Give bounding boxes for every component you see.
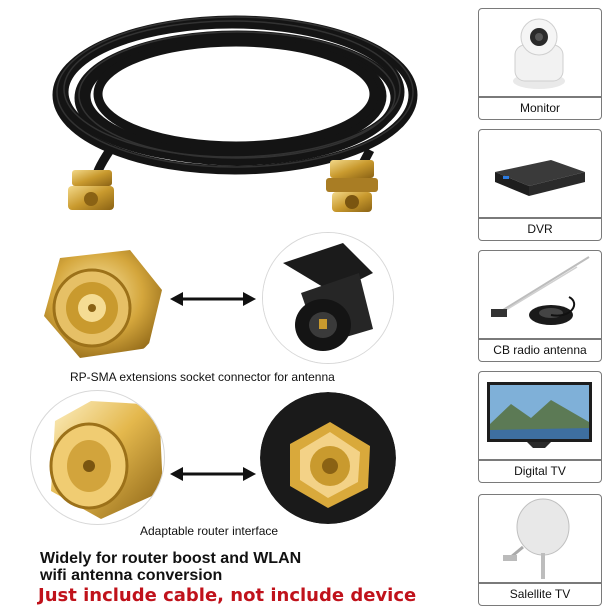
device-label: CB radio antenna xyxy=(493,343,587,357)
tv-icon xyxy=(481,374,598,458)
socket-connector-caption: RP-SMA extensions socket connector for a… xyxy=(70,370,335,384)
antenna-plug-photo xyxy=(262,232,394,364)
router-interface-caption: Adaptable router interface xyxy=(140,524,279,538)
device-label: Digital TV xyxy=(514,464,566,478)
router-port-photo xyxy=(260,392,396,524)
double-arrow-icon xyxy=(170,292,256,306)
device-card-monitor: Monitor xyxy=(478,8,602,120)
headline-line2: wifi antenna conversion xyxy=(40,567,223,584)
double-arrow-icon xyxy=(170,467,256,481)
device-label: Monitor xyxy=(519,101,560,115)
satellite-dish-icon xyxy=(481,497,598,581)
device-label: Salellite TV xyxy=(509,587,571,601)
cb-antenna-icon xyxy=(481,253,598,337)
device-card-satellite-tv: Salellite TV xyxy=(478,494,602,606)
device-card-dvr: DVR xyxy=(478,129,602,241)
coiled-cable-image xyxy=(52,15,418,212)
rp-sma-socket-photo xyxy=(30,238,165,366)
rp-sma-plug-photo xyxy=(30,390,165,525)
headline-line1: Widely for router boost and WLAN xyxy=(40,550,302,567)
device-card-cb-antenna: CB radio antenna xyxy=(478,250,602,362)
security-camera-icon xyxy=(481,11,598,95)
device-label: DVR xyxy=(527,222,553,236)
device-card-digital-tv: Digital TV xyxy=(478,371,602,483)
dvr-box-icon xyxy=(481,132,598,216)
compatible-devices-sidebar: Monitor DVR CB radio antenna xyxy=(478,0,604,612)
warning-text: Just include cable, not include device xyxy=(38,585,417,606)
